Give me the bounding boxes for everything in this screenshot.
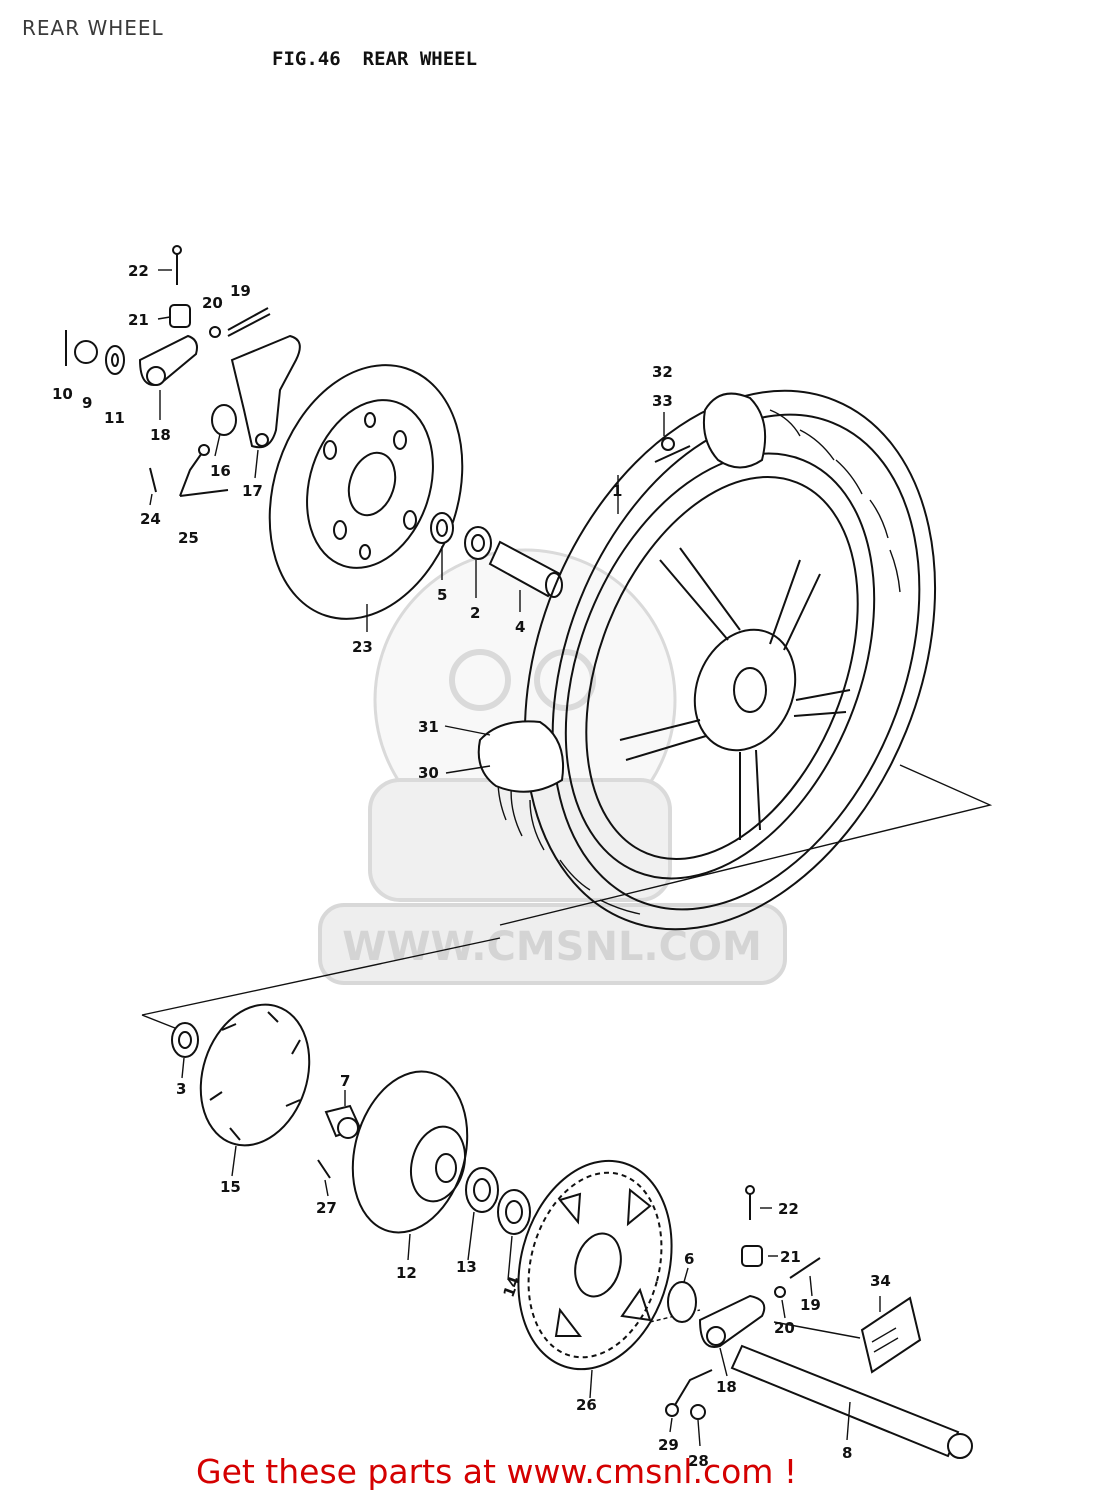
part-label-12[interactable]: 12: [396, 1264, 417, 1282]
part-label-3[interactable]: 3: [176, 1080, 186, 1098]
part-label-19-lower[interactable]: 19: [800, 1296, 821, 1314]
watermark-text: WWW.CMSNL.COM: [342, 924, 762, 970]
figure-title: FIG.46 REAR WHEEL: [272, 48, 499, 70]
part-label-25[interactable]: 25: [178, 529, 199, 547]
part-label-33[interactable]: 33: [652, 392, 673, 410]
footer-shop-link[interactable]: Get these parts at www.cmsnl.com !: [196, 1452, 798, 1491]
part-label-23[interactable]: 23: [352, 638, 373, 656]
part-label-27[interactable]: 27: [316, 1199, 337, 1217]
part-label-16[interactable]: 16: [210, 462, 231, 480]
lower-sprocket-assembly: [171, 1003, 973, 1459]
part-label-22[interactable]: 22: [128, 262, 149, 280]
part-label-5[interactable]: 5: [437, 586, 447, 604]
part-label-1[interactable]: 1: [612, 482, 622, 500]
part-label-7[interactable]: 7: [340, 1072, 350, 1090]
part-label-20[interactable]: 20: [202, 294, 223, 312]
part-label-15[interactable]: 15: [220, 1178, 241, 1196]
rear-wheel-and-tyre: [477, 389, 937, 931]
part-label-19[interactable]: 19: [230, 282, 251, 300]
part-label-13[interactable]: 13: [456, 1258, 477, 1276]
part-label-18-lower[interactable]: 18: [716, 1378, 737, 1396]
part-label-18[interactable]: 18: [150, 426, 171, 444]
figure-name: REAR WHEEL: [362, 48, 478, 70]
part-label-10[interactable]: 10: [52, 385, 73, 403]
part-label-4[interactable]: 4: [515, 618, 525, 636]
part-label-2[interactable]: 2: [470, 604, 480, 622]
part-label-24[interactable]: 24: [140, 510, 161, 528]
part-label-34[interactable]: 34: [870, 1272, 891, 1290]
part-labels: 22 21 20 19 10 9 11 18 16 17 24 25 23 5 …: [52, 262, 891, 1470]
watermark: WWW.CMSNL.COM: [318, 548, 787, 985]
part-label-6[interactable]: 6: [684, 1250, 694, 1268]
part-label-31[interactable]: 31: [418, 718, 439, 736]
part-label-8[interactable]: 8: [842, 1444, 852, 1462]
part-label-28[interactable]: 28: [688, 1452, 709, 1470]
part-label-32[interactable]: 32: [652, 363, 673, 381]
part-label-17[interactable]: 17: [242, 482, 263, 500]
part-label-29[interactable]: 29: [658, 1436, 679, 1454]
part-label-21-lower[interactable]: 21: [780, 1248, 801, 1266]
part-label-11[interactable]: 11: [104, 409, 125, 427]
page-title: REAR WHEEL: [22, 16, 164, 40]
part-label-9[interactable]: 9: [82, 394, 92, 412]
part-label-20-lower[interactable]: 20: [774, 1319, 795, 1337]
figure-number: FIG.46: [272, 48, 341, 70]
caliper-bracket-assembly: [65, 245, 301, 497]
part-label-22-lower[interactable]: 22: [778, 1200, 799, 1218]
part-label-21[interactable]: 21: [128, 311, 149, 329]
brake-disc: [268, 364, 464, 620]
part-label-30[interactable]: 30: [418, 764, 439, 782]
part-label-26[interactable]: 26: [576, 1396, 597, 1414]
leader-lines: [149, 269, 881, 1447]
